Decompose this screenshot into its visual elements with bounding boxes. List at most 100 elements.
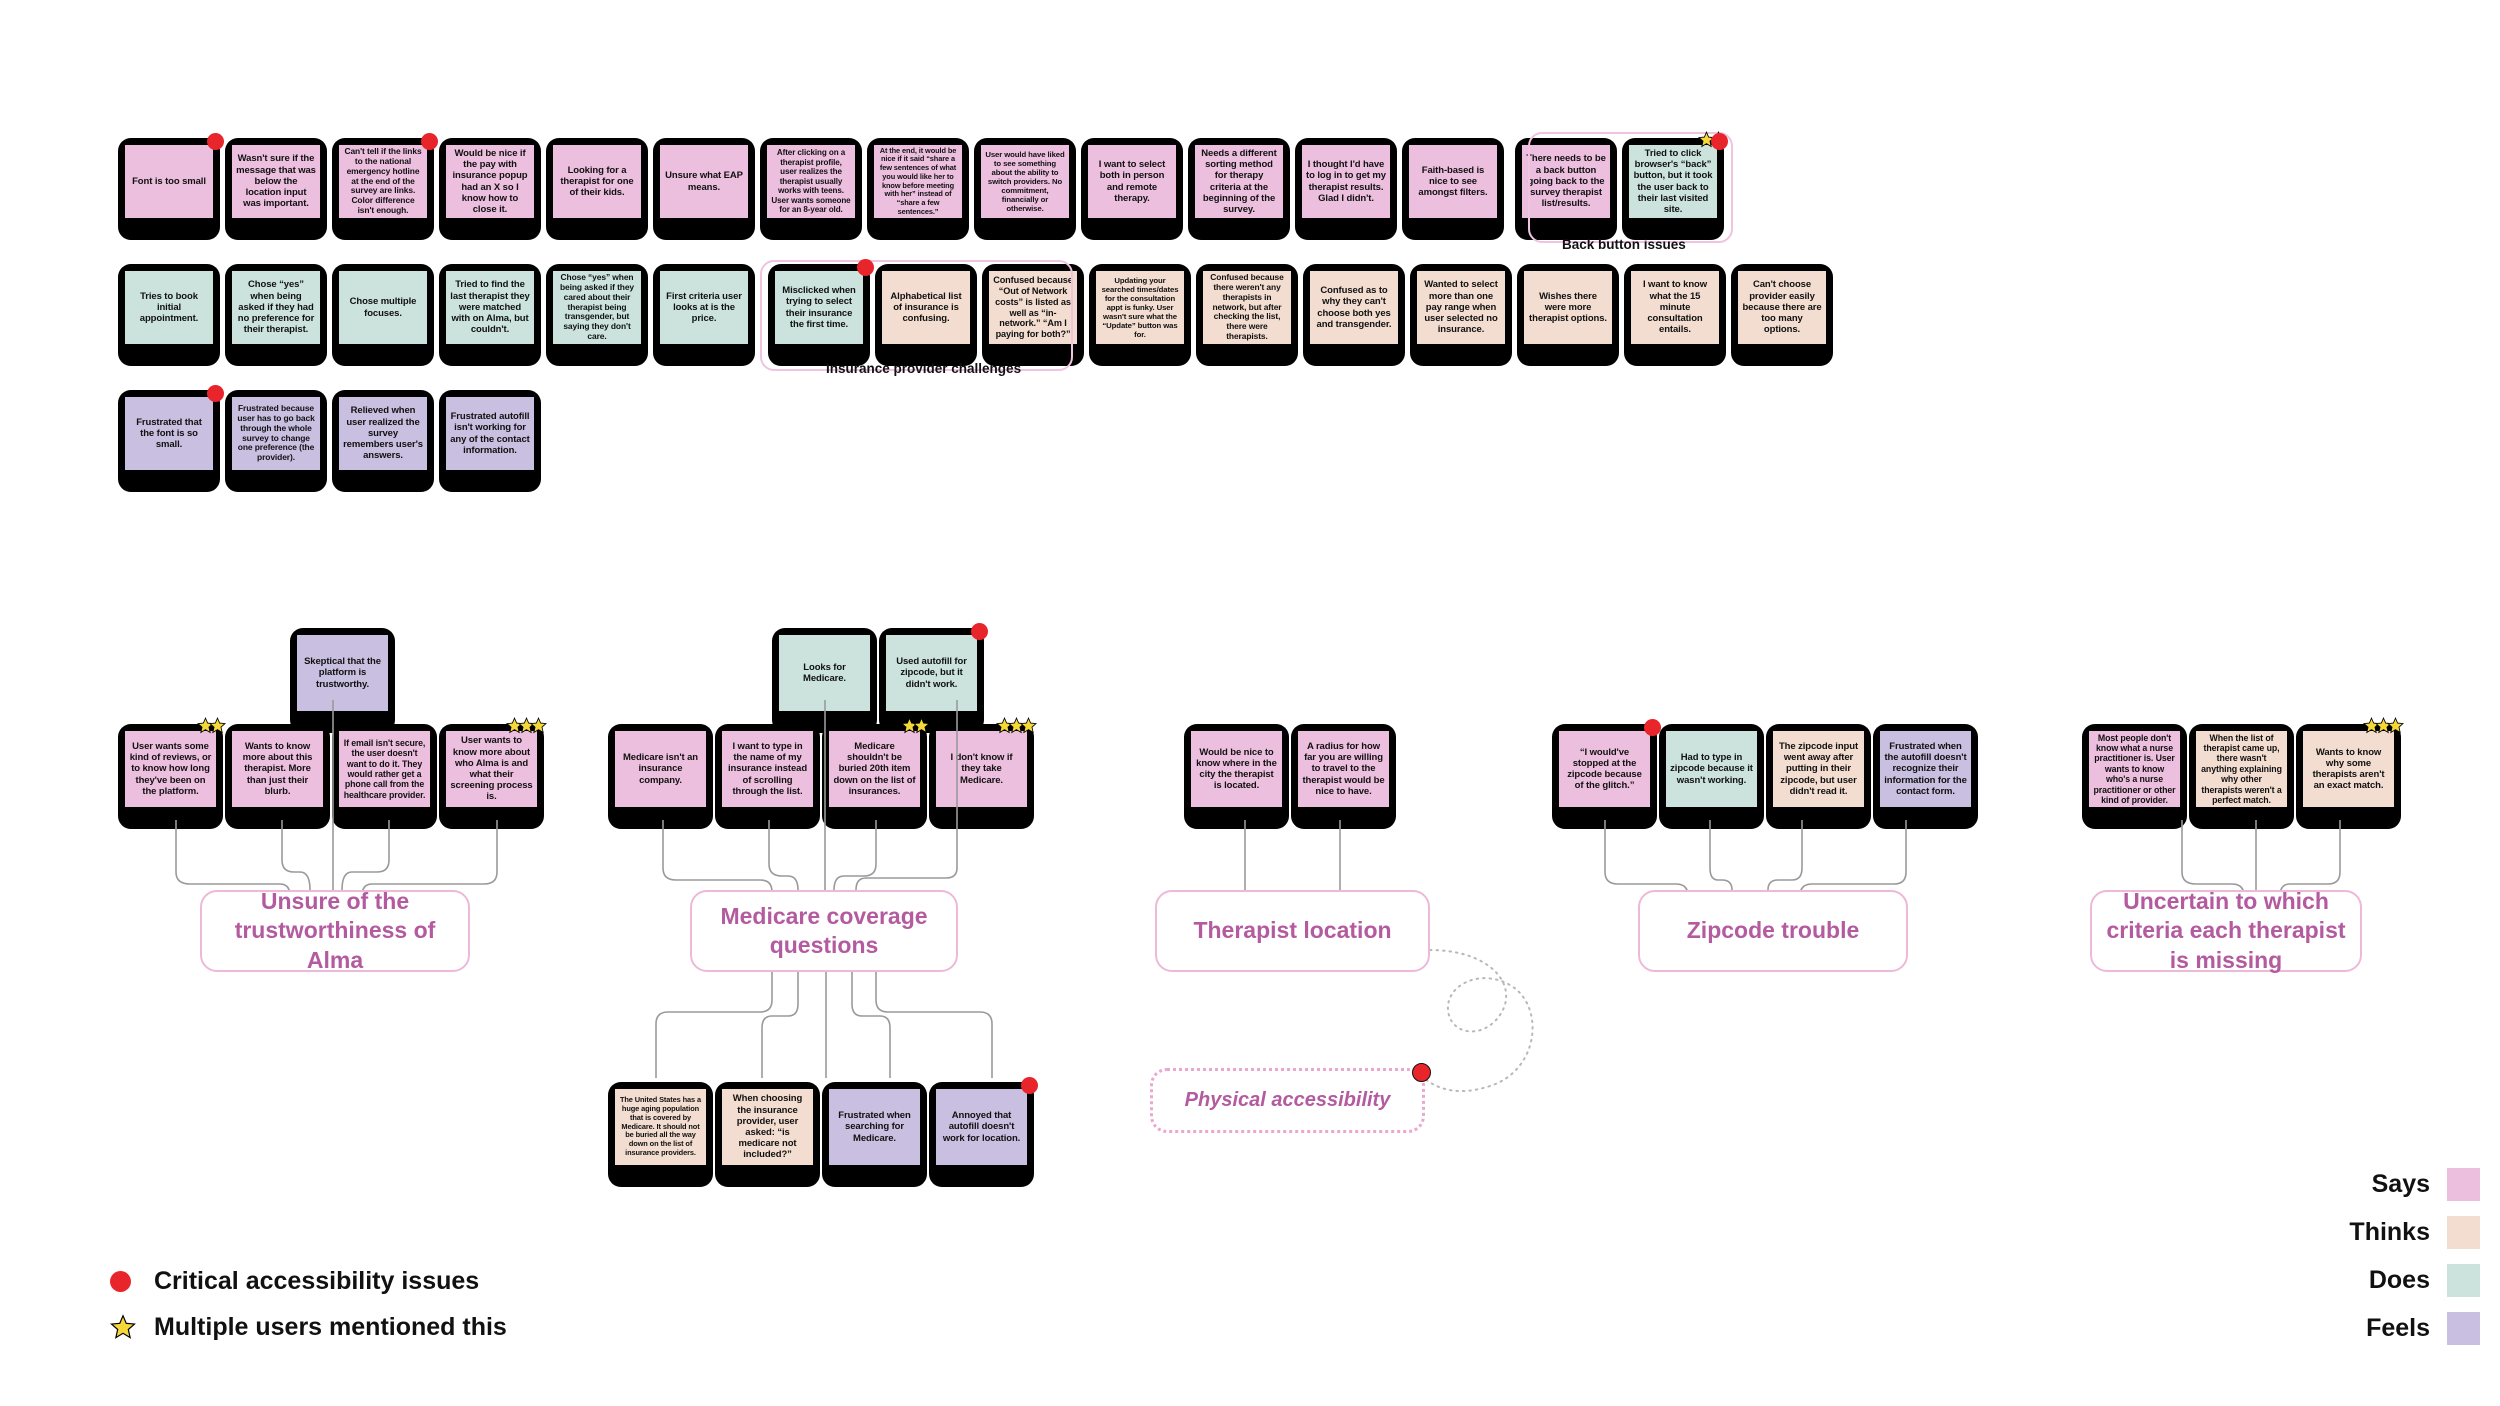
sticky-note[interactable]: Tries to book initial appointment. (118, 264, 220, 366)
sticky-note[interactable]: I thought I'd have to log in to get my t… (1295, 138, 1397, 240)
physical-accessibility-label: Physical accessibility (1184, 1088, 1391, 1111)
cluster-theme-pill[interactable]: Unsure of the trustworthiness of Alma (200, 888, 470, 973)
sticky-note-text: User would have liked to see something a… (981, 145, 1069, 218)
sticky-note[interactable]: Relieved when user realized the survey r… (332, 390, 434, 492)
sticky-note[interactable]: Frustrated when searching for Medicare. (822, 1082, 927, 1187)
sticky-note[interactable]: There needs to be a back button going ba… (1515, 138, 1617, 240)
sticky-note[interactable]: At the end, it would be nice if it said … (867, 138, 969, 240)
critical-accessibility-dot-icon (971, 623, 988, 640)
sticky-note-text: I thought I'd have to log in to get my t… (1302, 145, 1390, 218)
sticky-note[interactable]: Confused because “Out of Network costs” … (982, 264, 1084, 366)
sticky-note-text: Looks for Medicare. (779, 635, 870, 711)
sticky-note-text: I want to type in the name of my insuran… (722, 731, 813, 807)
sticky-note[interactable]: When choosing the insurance provider, us… (715, 1082, 820, 1187)
sticky-note[interactable]: Updating your searched times/dates for t… (1089, 264, 1191, 366)
sticky-note[interactable]: Frustrated because user has to go back t… (225, 390, 327, 492)
red-dot-icon (110, 1270, 154, 1292)
sticky-note-text: Tried to click browser's “back” button, … (1629, 145, 1717, 218)
sticky-note-text: Relieved when user realized the survey r… (339, 397, 427, 470)
sticky-note[interactable]: Medicare isn't an insurance company. (608, 724, 713, 829)
sticky-note[interactable]: When the list of therapist came up, ther… (2189, 724, 2294, 829)
sticky-note[interactable]: A radius for how far you are willing to … (1291, 724, 1396, 829)
cluster-theme-pill[interactable]: Medicare coverage questions (690, 890, 958, 972)
sticky-note[interactable]: Tried to find the last therapist they we… (439, 264, 541, 366)
sticky-note[interactable]: Chose “yes” when being asked if they car… (546, 264, 648, 366)
sticky-note[interactable]: Looks for Medicare. (772, 628, 877, 733)
yellow-star-icon (110, 1314, 154, 1340)
legend-swatches: Says Thinks Does Feels (2349, 1160, 2480, 1352)
critical-accessibility-dot-icon (207, 133, 224, 150)
sticky-note[interactable]: Frustrated that the font is so small. (118, 385, 224, 492)
group-frame-back-button (1528, 132, 1733, 243)
sticky-note[interactable]: Wants to know why some therapists aren't… (2296, 717, 2404, 829)
cluster-theme-label: Zipcode trouble (1686, 917, 1860, 944)
cluster-theme-pill[interactable]: Uncertain to which criteria each therapi… (2090, 887, 2362, 973)
sticky-note-text: I want to select both in person and remo… (1088, 145, 1176, 218)
sticky-note[interactable]: Medicare shouldn't be buried 20th item d… (822, 717, 930, 829)
sticky-note[interactable]: Would be nice to know where in the city … (1184, 724, 1289, 829)
sticky-note[interactable]: Alphabetical list of insurance is confus… (875, 264, 977, 366)
sticky-note[interactable]: Wishes there were more therapist options… (1517, 264, 1619, 366)
legend-swatch-label-does: Does (2368, 1265, 2430, 1294)
sticky-note-text: Can't tell if the links to the national … (339, 145, 427, 218)
sticky-note[interactable]: The zipcode input went away after puttin… (1766, 724, 1871, 829)
sticky-note[interactable]: Frustrated autofill isn't working for an… (439, 390, 541, 492)
sticky-note[interactable]: Would be nice if the pay with insurance … (439, 138, 541, 240)
sticky-note[interactable]: User wants to know more about who Alma i… (439, 717, 547, 829)
sticky-note[interactable]: Had to type in zipcode because it wasn't… (1659, 724, 1764, 829)
sticky-note-text: Misclicked when trying to select their i… (775, 271, 863, 344)
sticky-note-text: Can't choose provider easily because the… (1738, 271, 1826, 344)
sticky-note[interactable]: Needs a different sorting method for the… (1188, 138, 1290, 240)
sticky-note-text: Needs a different sorting method for the… (1195, 145, 1283, 218)
sticky-note[interactable]: Skeptical that the platform is trustwort… (290, 628, 395, 733)
sticky-note[interactable]: Most people don't know what a nurse prac… (2082, 724, 2187, 829)
sticky-note-text: First criteria user looks at is the pric… (660, 271, 748, 344)
sticky-note-text: Would be nice if the pay with insurance … (446, 145, 534, 218)
sticky-note[interactable]: The United States has a huge aging popul… (608, 1082, 713, 1187)
sticky-note[interactable]: Font is too small (118, 133, 224, 240)
sticky-note[interactable]: User wants some kind of reviews, or to k… (118, 717, 226, 829)
sticky-note[interactable]: “I would've stopped at the zipcode becau… (1552, 719, 1661, 829)
legend-row-multiple-users: Multiple users mentioned this (110, 1304, 507, 1350)
sticky-note[interactable]: Can't tell if the links to the national … (332, 133, 438, 240)
sticky-note-text: Tries to book initial appointment. (125, 271, 213, 344)
sticky-note-text: After clicking on a therapist profile, u… (767, 145, 855, 218)
group-frame-insurance (760, 260, 1073, 371)
sticky-note[interactable]: User would have liked to see something a… (974, 138, 1076, 240)
sticky-note[interactable]: If email isn't secure, the user doesn't … (332, 724, 437, 829)
sticky-note[interactable]: After clicking on a therapist profile, u… (760, 138, 862, 240)
physical-accessibility-callout[interactable]: Physical accessibility (1150, 1063, 1431, 1133)
sticky-note-text: Skeptical that the platform is trustwort… (297, 635, 388, 711)
sticky-note[interactable]: Misclicked when trying to select their i… (768, 259, 874, 366)
cluster-theme-pill[interactable]: Zipcode trouble (1638, 890, 1908, 972)
sticky-note[interactable]: I want to select both in person and remo… (1081, 138, 1183, 240)
sticky-note[interactable]: I want to know what the 15 minute consul… (1624, 264, 1726, 366)
sticky-note[interactable]: Frustrated when the autofill doesn't rec… (1873, 724, 1978, 829)
sticky-note[interactable]: Wants to know more about this therapist.… (225, 724, 330, 829)
sticky-note[interactable]: I don't know if they take Medicare. (929, 717, 1037, 829)
cluster-theme-label: Uncertain to which criteria each therapi… (2106, 887, 2346, 973)
sticky-note[interactable]: Wanted to select more than one pay range… (1410, 264, 1512, 366)
sticky-note-text: If email isn't secure, the user doesn't … (339, 731, 430, 807)
sticky-note-text: Medicare isn't an insurance company. (615, 731, 706, 807)
sticky-note[interactable]: I want to type in the name of my insuran… (715, 724, 820, 829)
sticky-note[interactable]: Wasn't sure if the message that was belo… (225, 138, 327, 240)
sticky-note-text: When the list of therapist came up, ther… (2196, 731, 2287, 807)
sticky-note[interactable]: Chose “yes” when being asked if they had… (225, 264, 327, 366)
sticky-note-text: Frustrated autofill isn't working for an… (446, 397, 534, 470)
sticky-note[interactable]: Looking for a therapist for one of their… (546, 138, 648, 240)
cluster-theme-pill[interactable]: Therapist location (1155, 890, 1430, 972)
sticky-note[interactable]: Faith-based is nice to see amongst filte… (1402, 138, 1504, 240)
sticky-note[interactable]: Annoyed that autofill doesn't work for l… (929, 1077, 1038, 1187)
sticky-note[interactable]: Can't choose provider easily because the… (1731, 264, 1833, 366)
sticky-note[interactable]: Unsure what EAP means. (653, 138, 755, 240)
sticky-note[interactable]: Used autofill for zipcode, but it didn't… (879, 623, 988, 733)
sticky-note[interactable]: First criteria user looks at is the pric… (653, 264, 755, 366)
sticky-note[interactable]: Confused as to why they can't choose bot… (1303, 264, 1405, 366)
sticky-note[interactable]: Chose multiple focuses. (332, 264, 434, 366)
sticky-note-text: User wants to know more about who Alma i… (446, 731, 537, 807)
sticky-note-text: At the end, it would be nice if it said … (874, 145, 962, 218)
sticky-note-text: Annoyed that autofill doesn't work for l… (936, 1089, 1027, 1165)
sticky-note[interactable]: Confused because there weren't any thera… (1196, 264, 1298, 366)
